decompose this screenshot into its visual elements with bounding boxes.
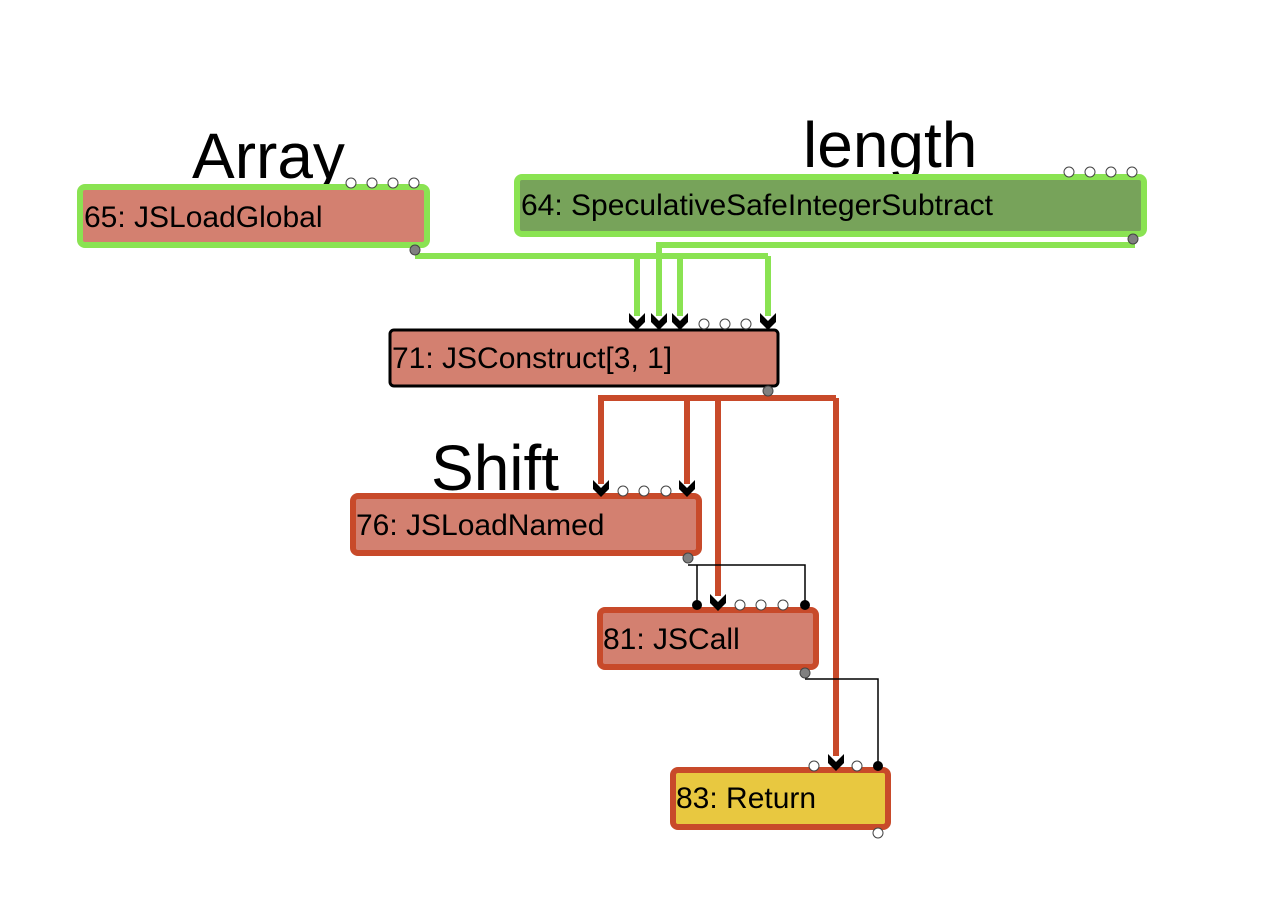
arrow-input-icon bbox=[593, 480, 609, 497]
input-port[interactable] bbox=[660, 485, 672, 497]
node-81-label: 81: JSCall bbox=[603, 623, 740, 656]
edge-81-to-83-effect[interactable] bbox=[805, 678, 879, 765]
input-port[interactable] bbox=[1084, 166, 1096, 178]
input-port[interactable] bbox=[345, 177, 357, 189]
effect-input-port[interactable] bbox=[692, 600, 702, 610]
input-port[interactable] bbox=[755, 599, 767, 611]
output-port[interactable] bbox=[762, 385, 774, 397]
node-76-label: 76: JSLoadNamed bbox=[356, 509, 605, 542]
output-port[interactable] bbox=[682, 552, 694, 564]
arrow-input-icon bbox=[679, 480, 695, 497]
node-83[interactable]: 83: Return bbox=[670, 754, 891, 839]
input-port[interactable] bbox=[387, 177, 399, 189]
output-port[interactable] bbox=[799, 667, 811, 679]
arrow-input-icon bbox=[629, 313, 645, 330]
output-port[interactable] bbox=[872, 827, 884, 839]
edge-65-to-71[interactable] bbox=[415, 253, 771, 316]
edge-76-to-81-effect[interactable] bbox=[688, 564, 806, 604]
effect-input-port[interactable] bbox=[800, 600, 810, 610]
node-71[interactable]: 71: JSConstruct[3, 1] bbox=[388, 313, 780, 397]
node-71-label: 71: JSConstruct[3, 1] bbox=[392, 342, 672, 375]
node-64-label: 64: SpeculativeSafeIntegerSubtract bbox=[521, 189, 994, 222]
input-port[interactable] bbox=[851, 760, 863, 772]
node-65-label: 65: JSLoadGlobal bbox=[84, 201, 323, 234]
node-83-label: 83: Return bbox=[676, 782, 816, 815]
arrow-input-icon bbox=[672, 313, 688, 330]
input-port[interactable] bbox=[734, 599, 746, 611]
edge-64-to-71[interactable] bbox=[656, 242, 1135, 316]
input-port[interactable] bbox=[777, 599, 789, 611]
input-port[interactable] bbox=[808, 760, 820, 772]
input-port[interactable] bbox=[1105, 166, 1117, 178]
input-port[interactable] bbox=[1063, 166, 1075, 178]
node-81[interactable]: 81: JSCall bbox=[597, 594, 819, 679]
nodes-layer: 65: JSLoadGlobal 64: SpeculativeSafeInte… bbox=[77, 166, 1147, 839]
arrow-input-icon bbox=[651, 313, 667, 330]
arrow-input-icon bbox=[828, 754, 844, 771]
edge-71-to-76-a[interactable] bbox=[598, 395, 836, 484]
input-port[interactable] bbox=[719, 318, 731, 330]
annotation-array: Array bbox=[192, 120, 345, 192]
node-65[interactable]: 65: JSLoadGlobal bbox=[77, 177, 430, 256]
input-port[interactable] bbox=[638, 485, 650, 497]
edges-layer bbox=[415, 242, 1135, 765]
input-port[interactable] bbox=[1126, 166, 1138, 178]
output-port[interactable] bbox=[1127, 233, 1139, 245]
arrow-input-icon bbox=[710, 594, 726, 611]
annotation-length: length bbox=[803, 109, 977, 181]
node-76[interactable]: 76: JSLoadNamed bbox=[350, 480, 702, 564]
input-port[interactable] bbox=[698, 318, 710, 330]
input-port[interactable] bbox=[366, 177, 378, 189]
arrow-input-icon bbox=[760, 313, 776, 330]
output-port[interactable] bbox=[409, 244, 421, 256]
input-port[interactable] bbox=[740, 318, 752, 330]
input-port[interactable] bbox=[408, 177, 420, 189]
annotation-shift: Shift bbox=[431, 432, 559, 504]
input-port[interactable] bbox=[617, 485, 629, 497]
node-64[interactable]: 64: SpeculativeSafeIntegerSubtract bbox=[514, 166, 1147, 245]
effect-input-port[interactable] bbox=[873, 761, 883, 771]
